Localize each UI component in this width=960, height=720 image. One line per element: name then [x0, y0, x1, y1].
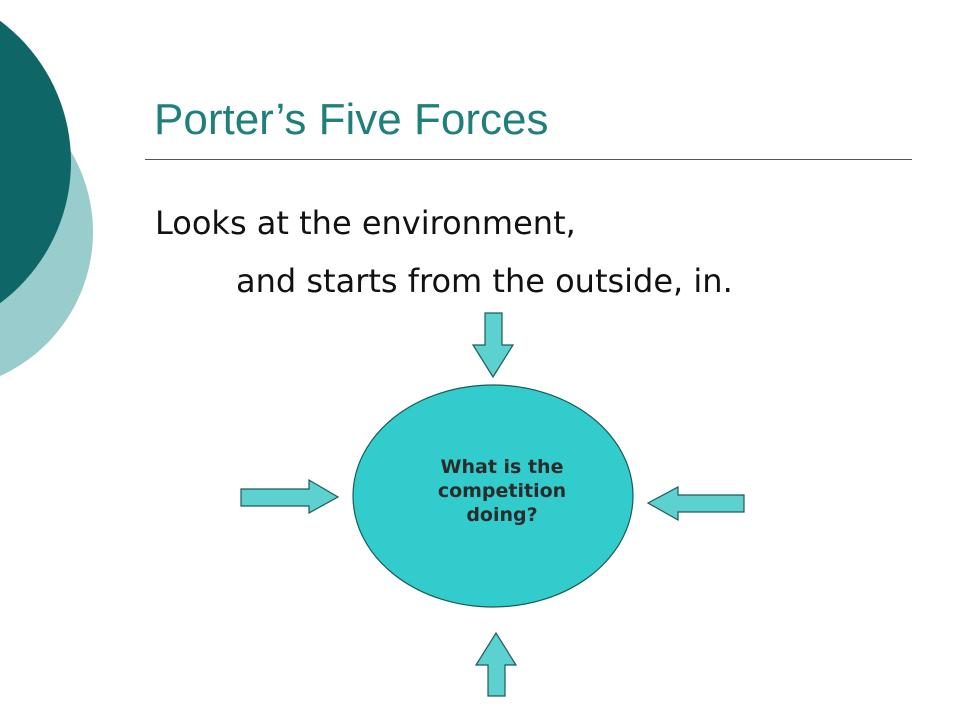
dark-circle-shape: [0, 20, 71, 304]
competition-question-line-3: doing?: [466, 504, 538, 526]
body-text-line-2: and starts from the outside, in.: [236, 262, 733, 300]
arrow-right-left: [240, 478, 340, 515]
body-text-line-1: Looks at the environment,: [155, 204, 576, 242]
competition-circle: [352, 384, 634, 608]
competition-question: What is the competition doing?: [402, 455, 602, 527]
title-divider: [145, 159, 912, 160]
arrow-up-bottom: [474, 631, 518, 697]
arrow-down-top: [471, 312, 515, 379]
competition-question-line-1: What is the: [440, 456, 564, 478]
slide-title: Porter’s Five Forces: [154, 95, 549, 144]
arrow-left-right: [646, 486, 745, 522]
competition-question-line-2: competition: [437, 480, 567, 502]
